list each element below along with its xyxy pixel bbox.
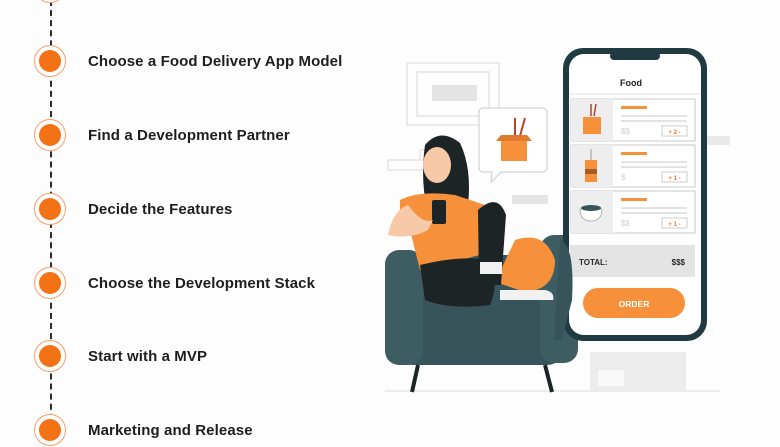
illustration-shape [621, 166, 687, 168]
illustration-shape [496, 135, 532, 141]
illustration-shape: ORDER [619, 299, 650, 309]
illustration-shape [585, 160, 597, 182]
illustration-shape [579, 208, 603, 222]
illustration-shape [395, 255, 565, 365]
illustration-shape [480, 262, 502, 274]
illustration-shape [543, 364, 554, 393]
illustration-shape [571, 99, 613, 141]
cart-item: $ + 1 - [570, 144, 696, 188]
illustration-shape [570, 98, 696, 142]
illustration-shape [420, 258, 495, 307]
illustration-shape [621, 152, 647, 155]
order-button [583, 288, 685, 318]
illustration-shape [563, 48, 707, 341]
illustration-shape [416, 71, 490, 117]
illustration-shape: $$ [621, 219, 630, 228]
step-marker-icon [34, 340, 66, 372]
step-marker-icon [34, 45, 66, 77]
illustration-shape: $$ [621, 127, 630, 136]
illustration-shape [661, 217, 688, 229]
timeline-step: Find a Development Partner [34, 118, 290, 152]
illustration-shape: + 2 - [668, 130, 680, 136]
illustration-shape [661, 125, 688, 137]
illustration-shape [540, 235, 578, 363]
steps-timeline: Choose a Food Delivery App Model Find a … [0, 0, 380, 446]
cart-item: $$ + 1 - [570, 190, 696, 234]
step-label: Choose a Food Delivery App Model [88, 52, 343, 70]
step-marker-icon [34, 193, 66, 225]
illustration-shape [385, 250, 423, 365]
timeline-step: Marketing and Release [34, 413, 253, 447]
food-thought-bubble-icon [478, 107, 548, 184]
illustration-shape [621, 120, 687, 122]
illustration-shape [570, 144, 696, 188]
step-label: Marketing and Release [88, 421, 253, 439]
timeline-step: Choose a Food Delivery App Model [34, 44, 342, 78]
illustration-shape [500, 290, 554, 300]
timeline-step: Choose the Development Stack [34, 266, 315, 300]
illustration-shape [495, 237, 555, 292]
illustration-shape: $ [621, 173, 626, 182]
illustration-shape [512, 195, 548, 204]
illustration-shape [585, 169, 597, 174]
total-bar [570, 245, 695, 277]
illustration-shape [593, 103, 597, 117]
step-label: Find a Development Partner [88, 126, 290, 144]
step-marker-icon [34, 267, 66, 299]
illustration-shape [388, 205, 433, 237]
timeline-step: Start with a MVP [34, 339, 207, 373]
illustration-shape [432, 200, 446, 224]
cart-item: $$ + 2 - [570, 98, 696, 142]
illustration-shape [569, 54, 701, 335]
illustration-shape [400, 193, 485, 270]
illustration-shape [610, 52, 660, 60]
illustration-shape: + 1 - [668, 222, 680, 228]
illustration-shape [519, 117, 526, 137]
wall-decor [387, 62, 500, 171]
illustration-shape [478, 107, 548, 184]
illustration-shape [706, 136, 730, 145]
illustration-shape [621, 212, 687, 214]
step-label: Choose the Development Stack [88, 274, 316, 292]
illustration-shape [570, 190, 696, 234]
illustration-shape [419, 149, 461, 161]
illustration-shape [571, 191, 613, 233]
timeline-step: Decide the Features [34, 192, 232, 226]
step-marker-icon [34, 119, 66, 151]
illustration-shape [621, 106, 647, 109]
total-value: $$$ [672, 258, 686, 267]
illustration-shape [501, 141, 527, 161]
step-marker-icon [34, 0, 66, 3]
illustration-shape [581, 205, 601, 211]
total-label: TOTAL: [579, 258, 608, 267]
step-label: Decide the Features [88, 200, 233, 218]
woman-figure [388, 135, 554, 307]
illustration-shape [583, 117, 601, 134]
illustration-shape [621, 198, 647, 201]
illustration-shape [621, 161, 687, 163]
illustration-shape [590, 352, 686, 392]
illustration-shape: + 1 - [668, 176, 680, 182]
armchair [385, 235, 578, 393]
illustration-shape [387, 159, 425, 171]
illustration-shape [598, 370, 624, 386]
illustration-shape [423, 135, 469, 215]
illustration-shape [621, 207, 687, 209]
step-marker-icon [34, 414, 66, 446]
step-label: Start with a MVP [88, 347, 208, 365]
illustration-shape [423, 147, 451, 183]
illustration-shape [621, 115, 687, 117]
illustration-shape [410, 364, 420, 393]
illustration-shape [661, 171, 688, 183]
illustration-shape [571, 145, 613, 187]
illustration-shape [554, 240, 573, 340]
illustration-shape [432, 85, 477, 101]
phone-title: Food [620, 78, 642, 88]
illustration-shape [406, 62, 500, 126]
timeline-step-partial [34, 0, 66, 4]
phone-mockup: Food $$ + 2 - $ + 1 - [563, 48, 707, 341]
illustration-shape [478, 202, 506, 285]
